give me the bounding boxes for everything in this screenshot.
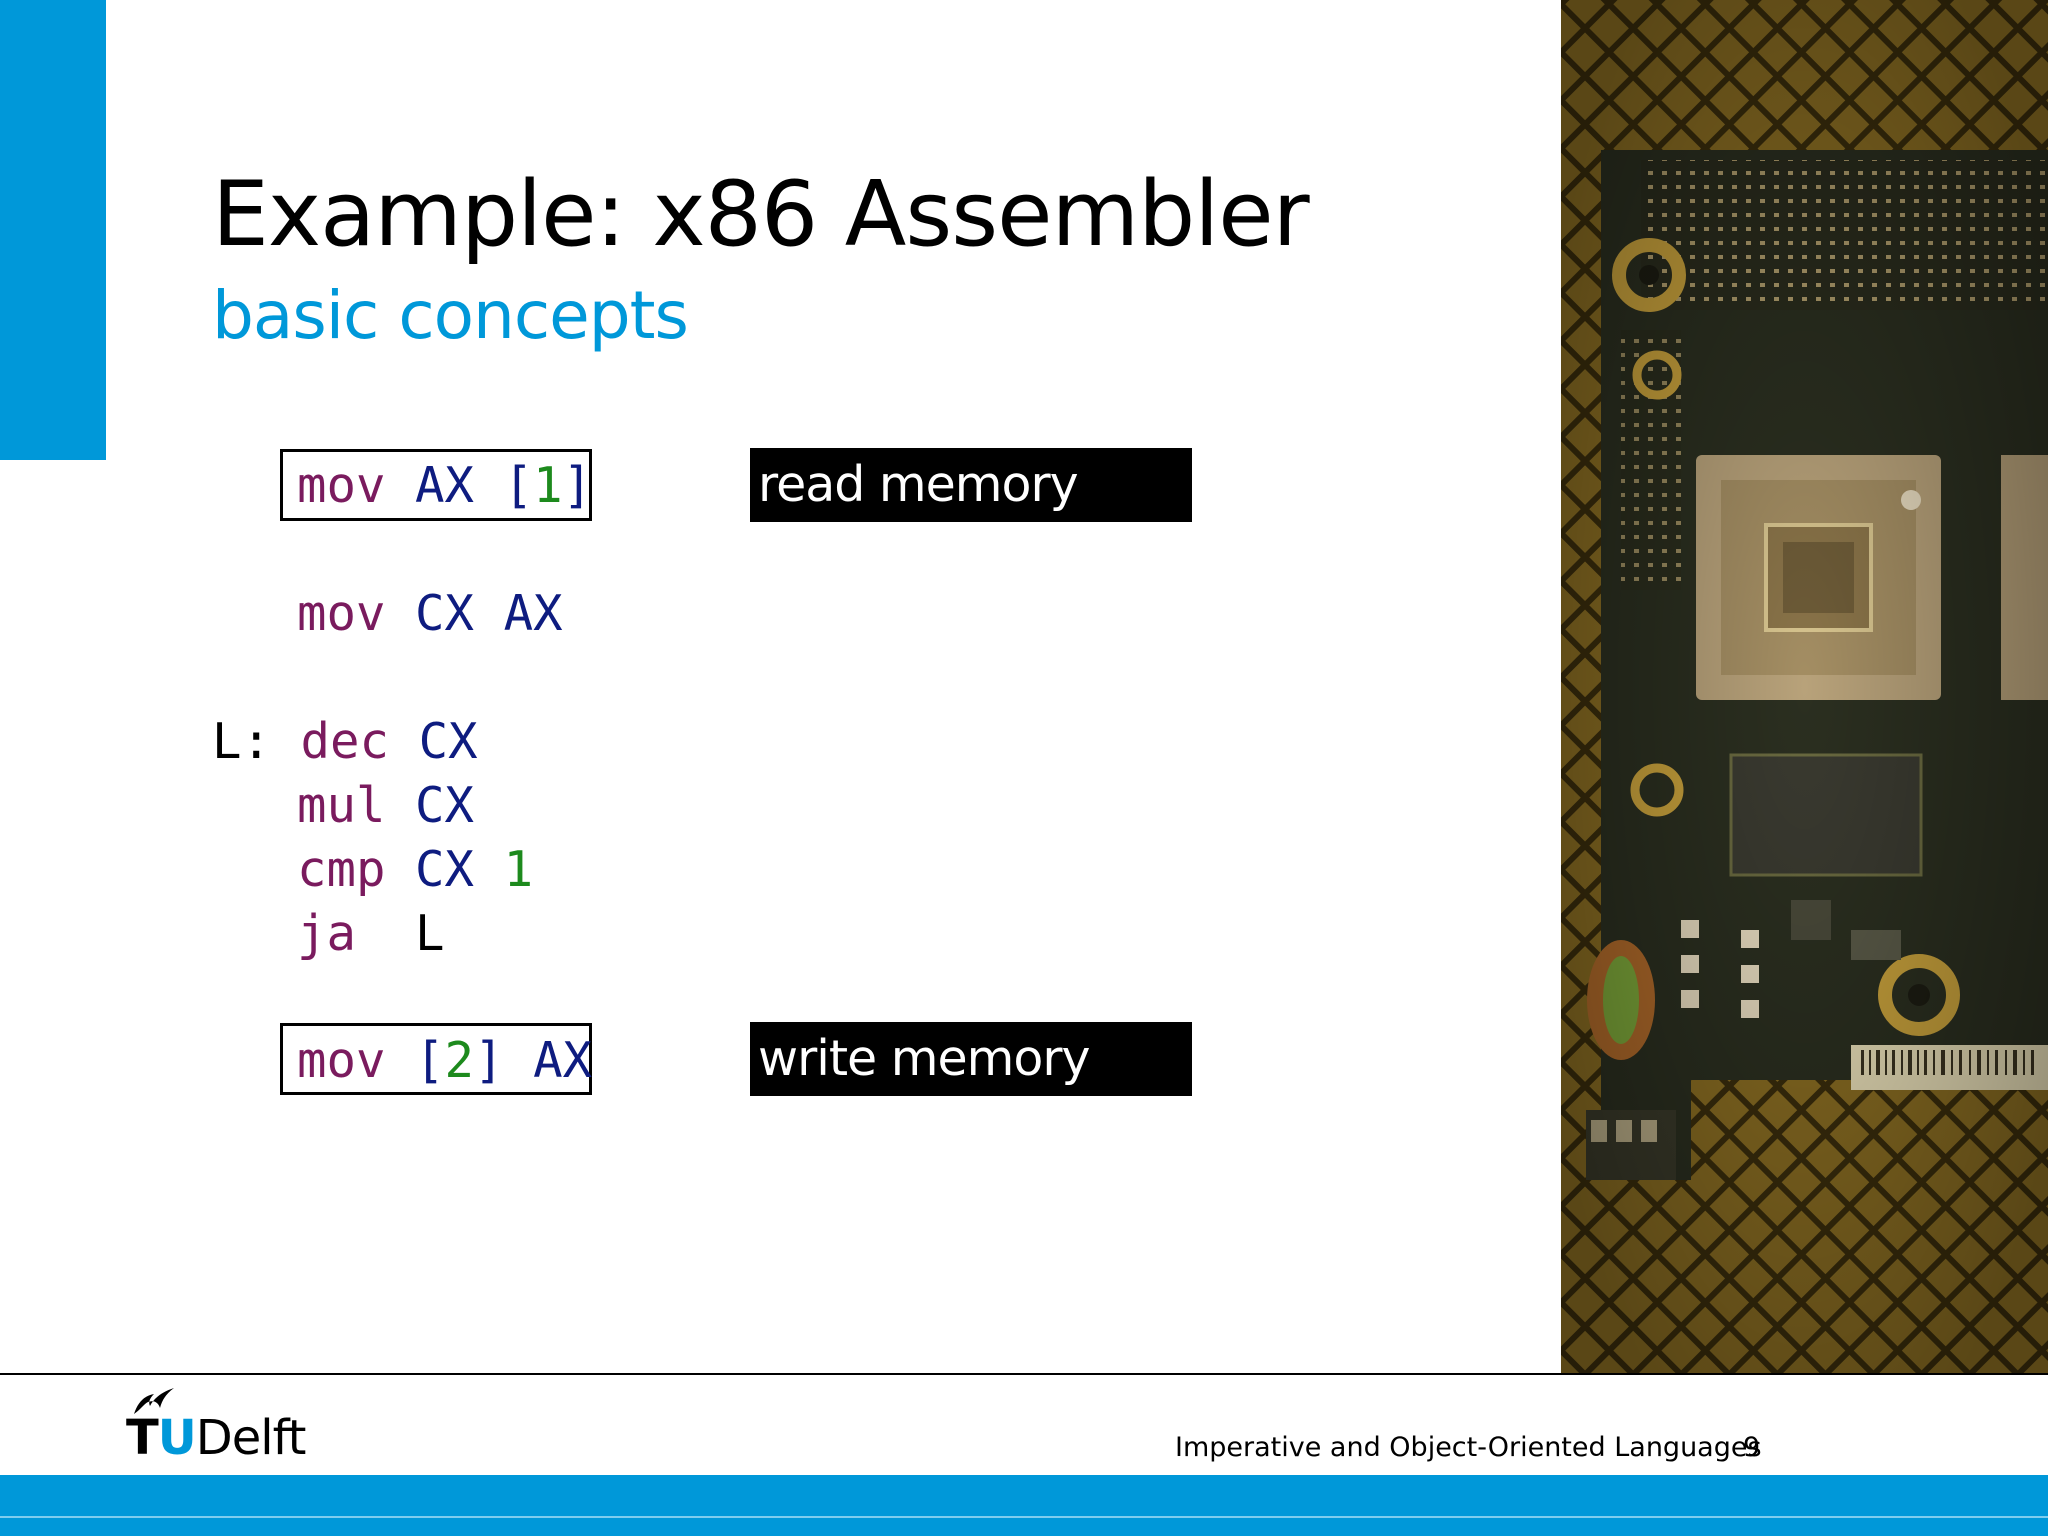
slide-title: Example: x86 Assembler: [212, 162, 1310, 267]
code-bracket: ]: [474, 1032, 504, 1089]
code-line-6: ja L: [297, 902, 445, 966]
code-op: cmp: [297, 841, 386, 898]
code-register: AX: [415, 457, 475, 514]
tu-delft-flame-icon: [134, 1388, 174, 1414]
code-line-4: mul CX: [297, 774, 474, 838]
code-bracket: ]: [562, 457, 593, 514]
code-line-5: cmp CX 1: [297, 838, 533, 902]
circuit-board-photo: [1561, 0, 2048, 1374]
logo-letter-t: T: [126, 1410, 159, 1466]
code-op: ja: [297, 905, 357, 962]
code-register: AX: [533, 1032, 593, 1089]
code-line-1: mov AX [1]: [297, 454, 592, 518]
code-line-2: mov CX AX: [297, 582, 563, 646]
code-register: CX: [415, 841, 475, 898]
code-number: 2: [444, 1032, 475, 1089]
write-memory-code-box: [280, 1023, 592, 1095]
bottom-band-line: [0, 1516, 2048, 1518]
logo-text: TUDelft: [126, 1410, 307, 1466]
code-label-ref: L: [415, 905, 445, 962]
code-line-7: mov [2] AX: [297, 1029, 592, 1093]
code-op: mov: [297, 585, 386, 642]
code-register: CX: [415, 777, 475, 834]
accent-bar: [0, 0, 106, 460]
code-register: CX: [418, 713, 478, 770]
code-register: CX: [415, 585, 475, 642]
code-label: L:: [212, 713, 272, 770]
code-bracket: [: [415, 1032, 445, 1089]
bottom-band: [0, 1475, 2048, 1536]
code-register: AX: [503, 585, 563, 642]
logo-delft: Delft: [195, 1410, 307, 1466]
code-number: 1: [503, 841, 534, 898]
footer-divider: [0, 1373, 2048, 1375]
code-op: mov: [297, 1032, 386, 1089]
course-name: Imperative and Object-Oriented Languages: [1175, 1432, 1762, 1463]
code-number: 1: [533, 457, 563, 514]
read-memory-label: read memory: [750, 448, 1192, 522]
read-memory-code-box: [280, 449, 592, 521]
tu-delft-logo: TUDelft: [126, 1384, 336, 1466]
logo-letter-u: U: [157, 1410, 197, 1466]
slide-subtitle: basic concepts: [212, 277, 689, 354]
code-bracket: [: [503, 457, 534, 514]
code-op: mov: [297, 457, 386, 514]
code-line-3: L: dec CX: [212, 710, 478, 774]
page-number: 9: [1743, 1432, 1761, 1463]
write-memory-label: write memory: [750, 1022, 1192, 1096]
code-op: mul: [297, 777, 386, 834]
code-op: dec: [300, 713, 390, 770]
